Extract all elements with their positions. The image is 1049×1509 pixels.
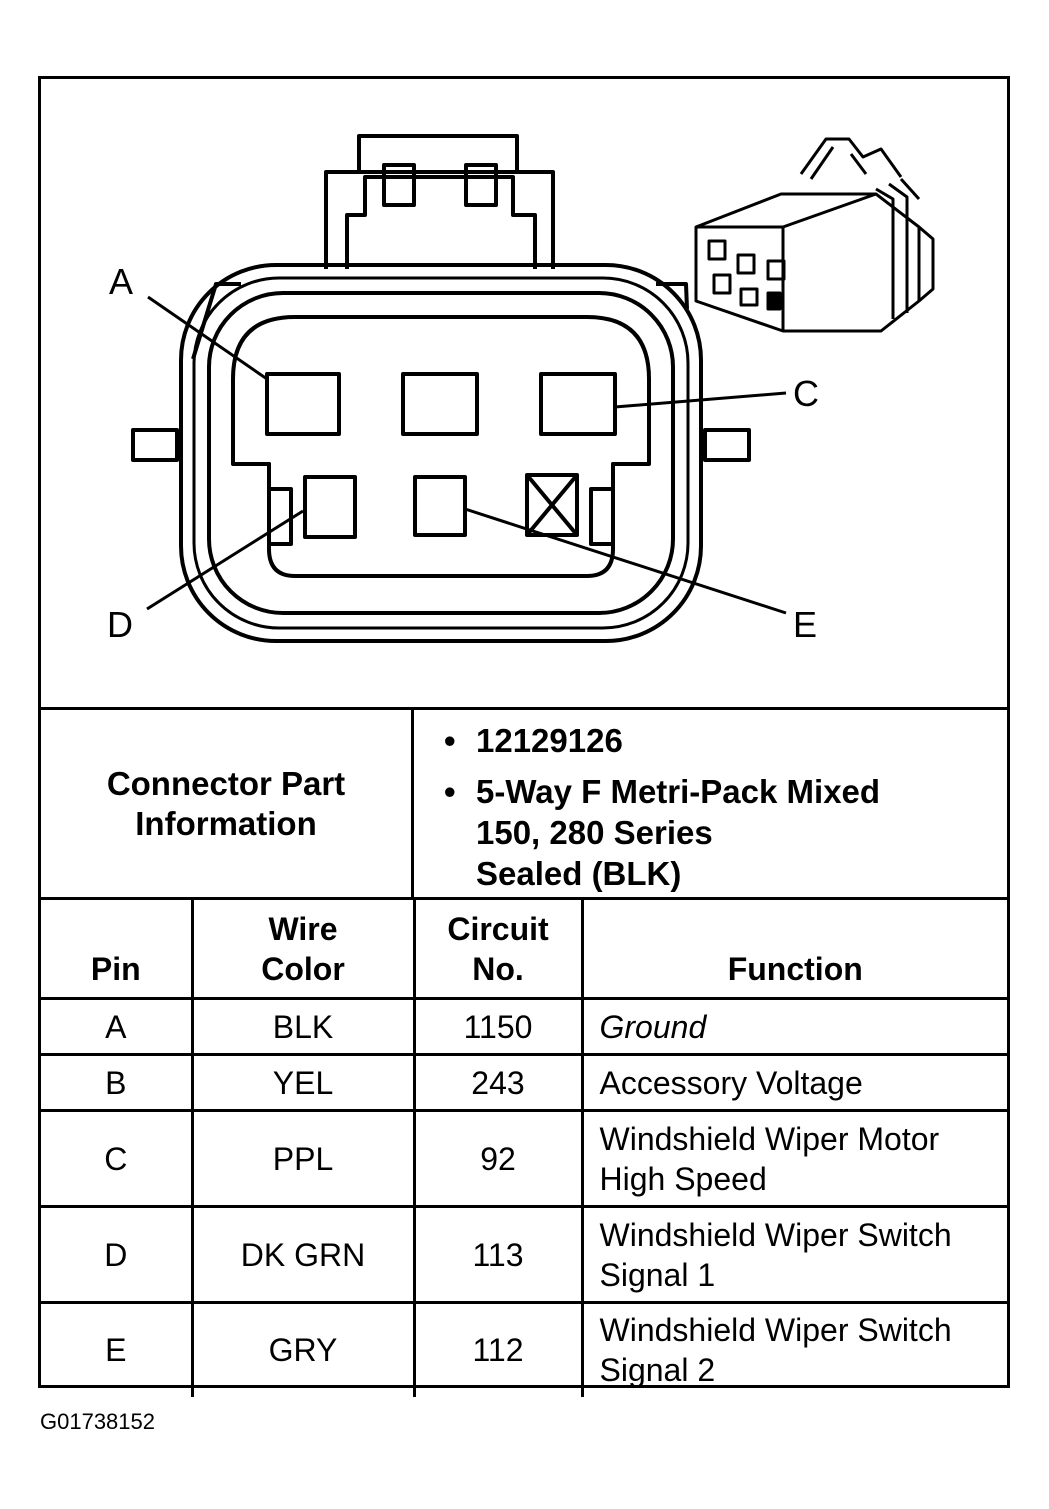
pin-cell: E [41,1301,194,1397]
pin-label-d: D [107,604,133,645]
connector-info-section: Connector Part Information 12129126 5-Wa… [41,707,1007,897]
cavity-e [413,475,467,537]
table-row: D DK GRN 113 Windshield Wiper Switch Sig… [41,1205,1007,1304]
figure-id: G01738152 [40,1409,155,1434]
cavity-c [539,372,617,436]
header-circuit-no: Circuit No. [412,897,584,1000]
pin-label-a: A [109,261,133,302]
pin-label-e: E [793,604,817,645]
function-cell: Windshield Wiper Motor High Speed [580,1109,1007,1208]
wire-color-cell: DK GRN [190,1205,416,1304]
table-row: A BLK 1150 Ground [41,997,1007,1056]
connector-nub-left [131,428,179,462]
cavity-blocked [525,473,579,537]
figure-frame: A C D E Connector Part Information [38,76,1010,1397]
function-cell: Windshield Wiper Switch Signal 1 [580,1205,1007,1304]
circuit-cell: 1150 [412,997,584,1056]
function-cell: Ground [580,997,1007,1056]
connector-ear-left [191,282,241,360]
wire-color-cell: GRY [190,1301,416,1397]
function-cell: Windshield Wiper Switch Signal 2 [580,1301,1007,1397]
cavity-d [303,475,357,539]
header-function: Function [580,897,1007,1000]
circuit-cell: 243 [412,1053,584,1112]
leader-line-d [146,509,304,611]
connector-housing-outer [179,263,703,643]
leader-line-e [464,507,787,615]
pin-label-c: C [793,373,819,414]
circuit-cell: 112 [412,1301,584,1397]
pin-cell: D [41,1205,194,1304]
pin-cell: B [41,1053,194,1112]
connector-description: 5-Way F Metri-Pack Mixed 150, 280 Series… [444,771,1007,894]
function-cell: Accessory Voltage [580,1053,1007,1112]
circuit-cell: 113 [412,1205,584,1304]
header-wire-color: Wire Color [190,897,416,1000]
pin-table: Pin Wire Color Circuit No. Function A BL… [41,897,1007,1397]
connector-housing-inner [207,291,675,615]
connector-info-details: 12129126 5-Way F Metri-Pack Mixed 150, 2… [414,710,1007,897]
table-row: E GRY 112 Windshield Wiper Switch Signal… [41,1301,1007,1397]
header-pin: Pin [41,897,194,1000]
wire-color-cell: PPL [190,1109,416,1208]
wire-color-cell: YEL [190,1053,416,1112]
pin-cell: A [41,997,194,1056]
table-row: B YEL 243 Accessory Voltage [41,1053,1007,1112]
leader-line-a [147,295,268,381]
circuit-cell: 92 [412,1109,584,1208]
connector-lock-tab [324,134,555,269]
pin-cell: C [41,1109,194,1208]
part-number: 12129126 [444,720,1007,761]
wire-color-cell: BLK [190,997,416,1056]
leader-line-c [614,391,787,409]
cavity-a [265,372,341,436]
table-row: C PPL 92 Windshield Wiper Motor High Spe… [41,1109,1007,1208]
pin-table-header: Pin Wire Color Circuit No. Function [41,897,1007,1000]
connector-nub-right [703,428,751,462]
cavity-b [401,372,479,436]
connector-isometric-view [694,137,935,333]
connector-info-label: Connector Part Information [41,710,414,897]
connector-diagram: A C D E [107,134,935,645]
